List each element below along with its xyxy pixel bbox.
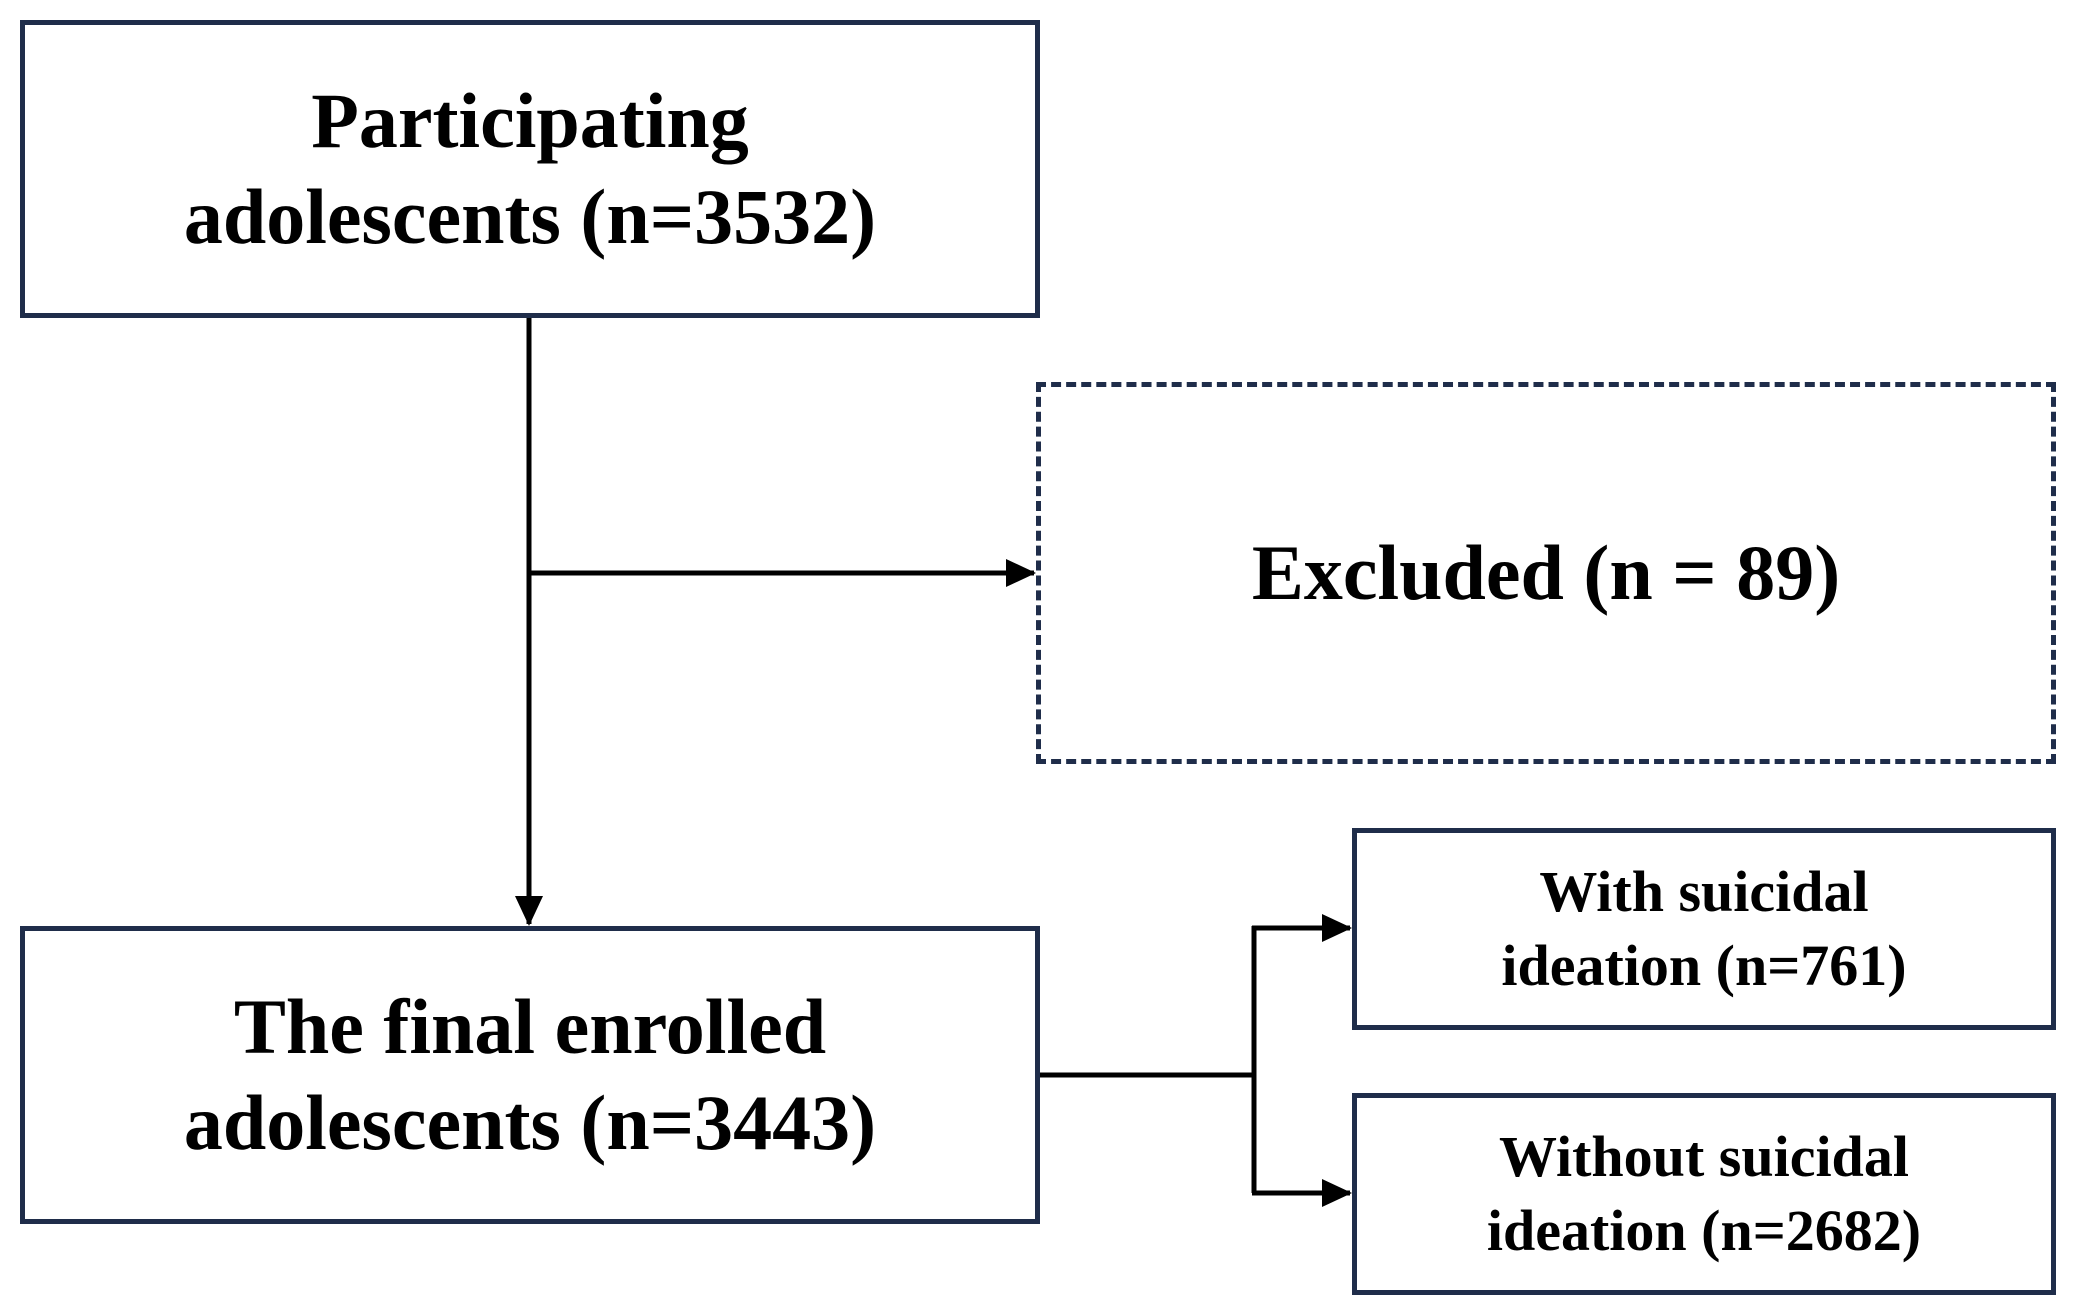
- final-enrolled-box: The final enrolled adolescents (n=3443): [20, 926, 1040, 1224]
- final-line-1: The final enrolled: [233, 983, 827, 1070]
- participating-line-1: Participating: [311, 77, 749, 164]
- with-ideation-line-2: ideation (n=761): [1501, 933, 1907, 998]
- without-ideation-line-2: ideation (n=2682): [1486, 1198, 1922, 1263]
- with-ideation-line-1: With suicidal: [1539, 859, 1869, 924]
- participating-line-2: adolescents (n=3532): [183, 173, 877, 260]
- with-suicidal-ideation-box: With suicidal ideation (n=761): [1352, 828, 2056, 1030]
- excluded-box: Excluded (n = 89): [1036, 382, 2056, 764]
- without-ideation-line-1: Without suicidal: [1499, 1124, 1909, 1189]
- participating-adolescents-box: Participating adolescents (n=3532): [20, 20, 1040, 318]
- excluded-line-1: Excluded (n = 89): [1251, 529, 1841, 616]
- without-suicidal-ideation-box: Without suicidal ideation (n=2682): [1352, 1093, 2056, 1295]
- final-line-2: adolescents (n=3443): [183, 1079, 877, 1166]
